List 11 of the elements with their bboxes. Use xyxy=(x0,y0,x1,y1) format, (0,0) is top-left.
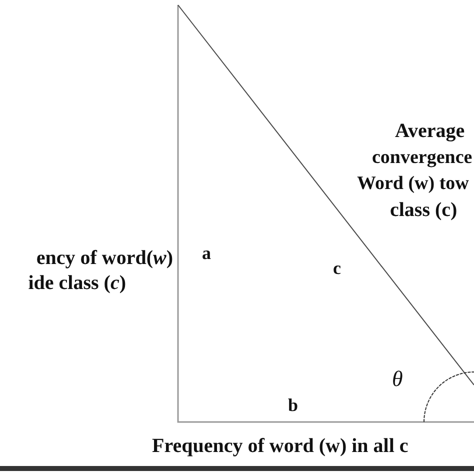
axis-label: Frequency of word (w) in all c xyxy=(152,436,408,456)
axis-label: ency of word(w) xyxy=(36,248,173,268)
axis-label: ide class (c) xyxy=(28,273,126,293)
annotation-text: class (c) xyxy=(390,200,458,220)
side-label: b xyxy=(288,396,298,414)
side-label: a xyxy=(202,244,211,262)
side-label: c xyxy=(333,259,341,277)
annotation-text: convergence xyxy=(372,148,472,167)
annotation-text: Average xyxy=(395,121,465,141)
annotation-text: Word (w) tow xyxy=(357,174,469,193)
angle-label: θ xyxy=(392,368,403,390)
